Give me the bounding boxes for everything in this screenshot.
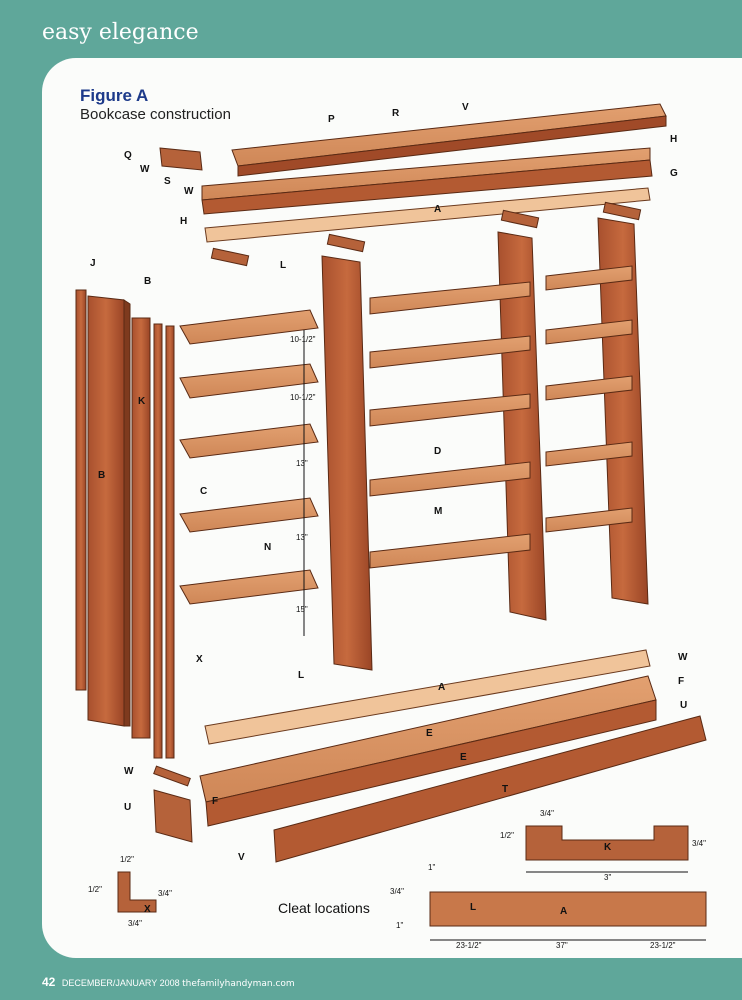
site-url: thefamilyhandyman.com xyxy=(182,979,295,989)
part-label: Q xyxy=(124,150,132,161)
side-pieces xyxy=(75,289,175,759)
x-bottom-dimension: 3/4" xyxy=(128,919,142,928)
part-label: S xyxy=(164,176,171,187)
part-label: X xyxy=(144,904,151,915)
part-label: L xyxy=(298,670,304,681)
part-label: U xyxy=(124,802,131,813)
a-cleat-dimension-2: 37" xyxy=(556,941,568,950)
shelf-spacing-label: 15" xyxy=(296,605,308,614)
part-label: E xyxy=(426,728,433,739)
part-label: X xyxy=(196,654,203,665)
part-label: U xyxy=(680,700,687,711)
a-left-upper-dimension: 3/4" xyxy=(390,887,404,896)
shelf-spacing-label: 10-1/2" xyxy=(290,335,316,344)
page-footer: 42 DECEMBER/JANUARY 2008 thefamilyhandym… xyxy=(42,975,295,989)
dimension-labels: 10-1/2" 10-1/2" 13" 13" 15" 3/4" 1/2" 3/4" 3" 1/2… xyxy=(88,335,706,950)
part-label: V xyxy=(238,852,245,863)
loose-shelves xyxy=(179,309,319,605)
part-label: F xyxy=(212,796,218,807)
base-molding-t xyxy=(273,715,707,863)
cleat-l xyxy=(210,247,250,267)
figure-title: Figure A xyxy=(80,86,149,105)
part-label: H xyxy=(180,216,187,227)
part-label: L xyxy=(470,902,476,913)
a-top-dimension: 1" xyxy=(428,863,435,872)
cleat-top-3 xyxy=(602,201,642,221)
part-label: A xyxy=(560,906,567,917)
top-panel-a xyxy=(204,187,651,243)
shelf-spacing-label: 10-1/2" xyxy=(290,393,316,402)
part-label: W xyxy=(140,164,150,175)
k-length-dimension: 3" xyxy=(604,873,611,882)
part-label: J xyxy=(90,258,96,269)
part-label: K xyxy=(138,396,146,407)
part-label: M xyxy=(434,506,442,517)
cleat-locations-title: Cleat locations xyxy=(278,900,370,916)
part-label: P xyxy=(328,114,335,125)
part-label: W xyxy=(184,186,194,197)
a-cleat-dimension-1: 23-1/2" xyxy=(456,941,482,950)
part-label: H xyxy=(670,134,677,145)
x-top-dimension: 1/2" xyxy=(120,855,134,864)
part-label: G xyxy=(670,168,678,179)
part-label: B xyxy=(144,276,151,287)
k-tab-dimension: 3/4" xyxy=(540,809,554,818)
shelf-spacing-label: 13" xyxy=(296,459,308,468)
part-label: A xyxy=(438,682,445,693)
k-notch-dimension: 1/2" xyxy=(500,831,514,840)
detail-a xyxy=(429,891,707,941)
block-w xyxy=(153,765,191,787)
bookcase-carcass xyxy=(321,217,649,671)
shelf-spacing-label: 13" xyxy=(296,533,308,542)
page-header: easy elegance xyxy=(0,0,742,60)
part-label: E xyxy=(460,752,467,763)
part-label: R xyxy=(392,108,400,119)
small-block-q xyxy=(159,147,203,171)
part-label: C xyxy=(200,486,207,497)
a-left-lower-dimension: 1" xyxy=(396,921,403,930)
part-label: A xyxy=(434,204,441,215)
detail-x xyxy=(117,871,157,913)
part-label: N xyxy=(264,542,271,553)
part-label: L xyxy=(280,260,286,271)
block-u xyxy=(153,789,193,843)
base-panel-a xyxy=(204,649,651,745)
x-left-dimension: 1/2" xyxy=(88,885,102,894)
cleat-l-top xyxy=(326,233,366,253)
part-label: F xyxy=(678,676,684,687)
part-label: W xyxy=(678,652,688,663)
part-label: D xyxy=(434,446,441,457)
detail-k xyxy=(525,825,689,873)
part-label: W xyxy=(124,766,134,777)
top-box xyxy=(201,147,653,215)
figure-subtitle: Bookcase construction xyxy=(80,106,231,123)
cleat-top-2 xyxy=(500,209,540,229)
crown-molding xyxy=(231,103,667,177)
part-label: T xyxy=(502,784,508,795)
page-number: 42 xyxy=(42,975,56,989)
issue-date: DECEMBER/JANUARY 2008 xyxy=(61,978,180,988)
section-title: easy elegance xyxy=(42,20,199,45)
part-label: B xyxy=(98,470,105,481)
x-right-dimension: 3/4" xyxy=(158,889,172,898)
part-label: V xyxy=(462,102,469,113)
a-cleat-dimension-3: 23-1/2" xyxy=(650,941,676,950)
base-box xyxy=(199,675,657,827)
part-label: K xyxy=(604,842,612,853)
k-height-dimension: 3/4" xyxy=(692,839,706,848)
